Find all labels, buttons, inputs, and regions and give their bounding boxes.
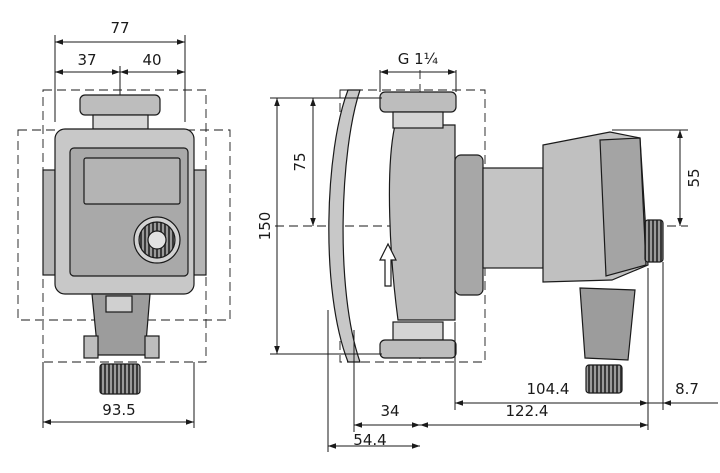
total-height-label: 150 [256,212,274,241]
rear-short-label: 34 [380,402,399,420]
side-electronics-front [599,137,647,277]
side-motor-flange [454,154,484,296]
front-right-half-label: 40 [142,51,161,69]
side-bottom-neck [392,321,444,341]
port-thread-label: G 1¼ [398,50,439,68]
side-bottom-nut [379,339,457,359]
cap-offset-label: 8.7 [675,380,699,398]
side-cable-gland [585,364,623,394]
rear-long-label: 54.4 [353,431,386,449]
side-connector-box [579,287,636,361]
front-view: 77 37 40 93.5 [17,19,231,428]
front-total-width-label: 77 [110,19,129,37]
front-base-width-label: 93.5 [102,401,135,419]
side-volute-shell [328,89,361,363]
side-pump-body [388,124,456,321]
front-left-half-label: 37 [77,51,96,69]
front-cable-gland [99,363,141,395]
side-view: G 1¼ 150 75 55 104.4 122.4 8.7 34 54.4 [256,50,718,452]
motor-depth-label: 104.4 [527,380,570,398]
control-dial-icon [133,216,181,264]
front-connector-clip [105,295,133,313]
side-control-knob [644,219,664,263]
front-top-neck [92,114,149,130]
front-top-nut [79,94,161,116]
front-connector-left-tab [83,335,99,359]
side-top-nut [379,91,457,113]
front-left-lug [42,169,56,276]
half-height-label: 75 [291,152,309,171]
flow-direction-arrow-icon [379,242,397,287]
side-top-neck [392,111,444,129]
front-right-lug [193,169,207,276]
total-depth-label: 122.4 [506,402,549,420]
motor-offset-label: 55 [685,168,703,187]
front-display [83,157,181,205]
side-motor-stator [482,167,544,269]
front-connector-right-tab [144,335,160,359]
